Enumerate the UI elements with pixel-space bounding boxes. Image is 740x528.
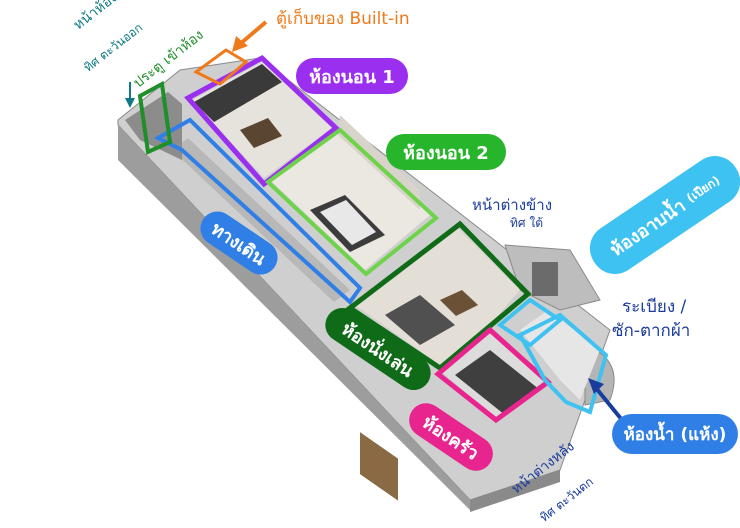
bedroom2-outline (264, 127, 440, 277)
bedroom1-outline (184, 54, 340, 188)
building-shell-front (470, 470, 560, 512)
bedroom2-wood-panel (360, 432, 398, 501)
balcony-note-line1: ระเบียง / (622, 297, 687, 317)
door-arrow (125, 82, 135, 108)
side-window-glass (532, 262, 558, 296)
bath-floor (520, 310, 600, 400)
bedroom1-label: ห้องนอน 1 (296, 58, 408, 94)
builtin-note: ตู้เก็บของ Built-in (276, 9, 410, 29)
side-window-note-line2: ทิศ ใต้ (510, 216, 543, 230)
walkway-outline (153, 117, 363, 305)
kitchen-counter (455, 350, 540, 415)
dry-bath-label: ห้องน้ำ (แห้ง) (612, 414, 738, 454)
bedroom1-desk (240, 118, 282, 148)
bedroom1-cabinets (194, 64, 282, 122)
builtin-arrow (232, 20, 268, 52)
side-window-note-line1: หน้าต่างข้าง (472, 196, 553, 214)
dry-bath-arrow (588, 378, 624, 422)
living-sofa (385, 295, 455, 345)
living-floor (355, 228, 520, 365)
dry-bath-outline (517, 312, 609, 415)
bedroom2-label: ห้องนอน 2 (386, 134, 506, 170)
living-table (440, 290, 478, 316)
door-outline (137, 80, 173, 155)
balcony-note-line2: ซัก-ตากผ้า (612, 321, 691, 341)
living-outline (345, 220, 532, 372)
builtin-outline (193, 48, 249, 86)
bedroom2-bed-linen (320, 200, 376, 245)
wet-bath-note: (เปียก) (683, 172, 723, 205)
